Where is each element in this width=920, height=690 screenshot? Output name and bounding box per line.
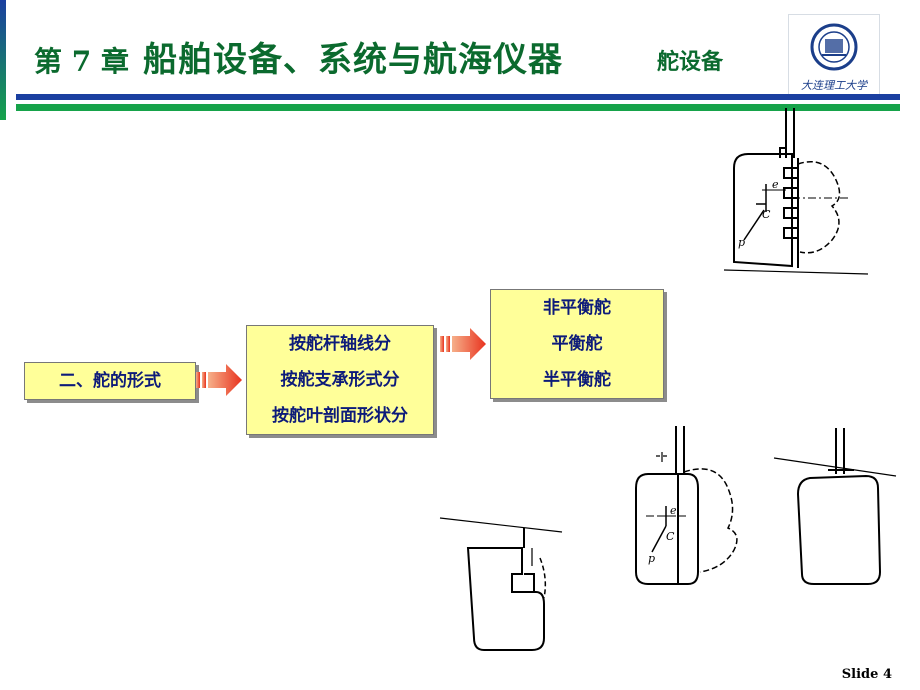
arrow-icon-2 [440, 328, 486, 360]
rudder-drawing-top: e C p [723, 108, 869, 275]
criteria-item: 按舵支承形式分 [280, 370, 400, 390]
criteria-item: 按舵叶剖面形状分 [272, 406, 408, 426]
arrow-icon-1 [196, 364, 242, 396]
slide-header: 第 7 章船舶设备、系统与航海仪器 舵设备 大连理工大学 [0, 0, 920, 120]
root-box: 二、舵的形式 [24, 362, 196, 400]
rudder-drawing-lower [439, 517, 563, 651]
c-label: C [666, 530, 675, 543]
p-label: p [738, 236, 745, 249]
e-label: e [670, 504, 677, 517]
types-box: 非平衡舵 平衡舵 半平衡舵 [490, 289, 664, 399]
c-label: C [762, 208, 771, 221]
slide-title: 第 7 章船舶设备、系统与航海仪器 [34, 32, 563, 81]
university-logo: 大连理工大学 [788, 14, 880, 100]
logo-caption: 大连理工大学 [801, 79, 867, 92]
seal-icon [810, 23, 858, 71]
e-label: e [772, 178, 779, 191]
p-label: p [648, 552, 655, 565]
section-subtitle: 舵设备 [657, 49, 724, 75]
title-text: 船舶设备、系统与航海仪器 [142, 40, 563, 80]
criteria-item: 按舵杆轴线分 [289, 334, 391, 354]
decor-stripe [0, 0, 6, 120]
type-item: 非平衡舵 [543, 298, 611, 318]
type-item: 半平衡舵 [543, 370, 611, 390]
rudder-drawing-middle: e C p [635, 426, 738, 585]
rudder-drawing-right [773, 428, 897, 585]
criteria-box: 按舵杆轴线分 按舵支承形式分 按舵叶剖面形状分 [246, 325, 434, 435]
root-label: 二、舵的形式 [59, 371, 161, 391]
slide-number: Slide 4 [841, 667, 892, 682]
header-rule-blue [16, 94, 900, 100]
header-rule-green [16, 104, 900, 111]
chapter-label: 第 7 章 [34, 45, 129, 78]
type-item: 平衡舵 [551, 334, 603, 354]
